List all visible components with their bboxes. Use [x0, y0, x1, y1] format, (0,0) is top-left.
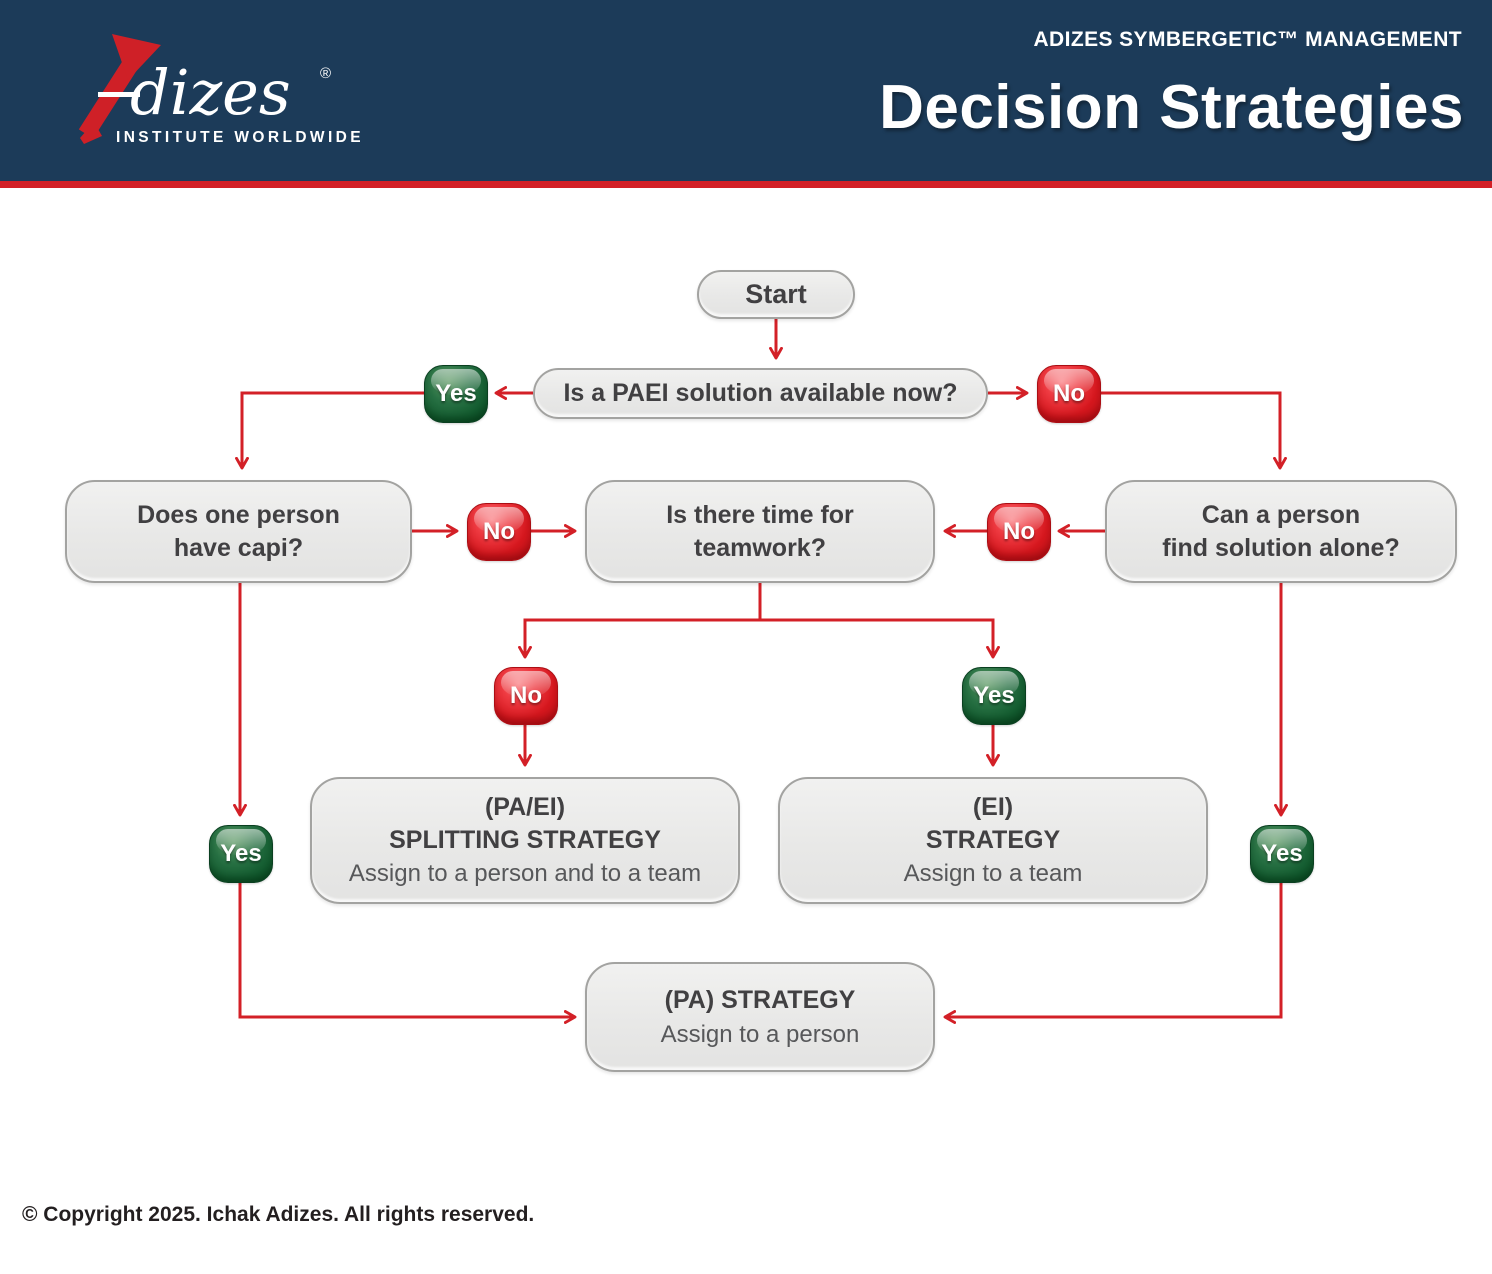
- badge-yes-capi: Yes: [209, 825, 273, 883]
- strategy-title: (PA/EI) SPLITTING STRATEGY: [389, 793, 661, 854]
- question-time-for-teamwork: Is there time for teamwork?: [585, 480, 935, 583]
- header-accent-stripe: [0, 181, 1492, 188]
- badge-label: No: [510, 682, 542, 709]
- strategy-description: Assign to a person and to a team: [348, 860, 702, 888]
- badge-label: Yes: [1261, 840, 1303, 867]
- badge-no-paei: No: [1037, 365, 1101, 423]
- badge-label: Yes: [973, 682, 1015, 709]
- question-label: Does one person have capi?: [137, 501, 340, 562]
- strategy-title: (PA) STRATEGY: [664, 986, 856, 1015]
- strategy-pa: (PA) STRATEGY Assign to a person: [585, 962, 935, 1072]
- adizes-logo: dizes ® INSTITUTE WORLDWIDE: [78, 34, 364, 146]
- logo-brand-text: dizes: [130, 56, 291, 129]
- badge-label: No: [1053, 380, 1085, 407]
- badge-no-capi: No: [467, 503, 531, 561]
- badge-yes-paei: Yes: [424, 365, 488, 423]
- badge-label: No: [483, 518, 515, 545]
- logo-crossbar: [98, 92, 140, 97]
- strategy-splitting: (PA/EI) SPLITTING STRATEGY Assign to a p…: [310, 777, 740, 904]
- header-bar: [0, 0, 1492, 181]
- logo-subtitle: INSTITUTE WORLDWIDE: [116, 129, 364, 146]
- strategy-description: Assign to a person: [660, 1020, 860, 1048]
- strategy-title: (EI) STRATEGY: [925, 793, 1061, 854]
- badge-yes-alone: Yes: [1250, 825, 1314, 883]
- start-node: Start: [697, 270, 855, 319]
- question-find-solution-alone: Can a person find solution alone?: [1105, 480, 1457, 583]
- badge-no-teamwork: No: [494, 667, 558, 725]
- start-label: Start: [745, 278, 807, 309]
- question-label: Can a person find solution alone?: [1162, 501, 1400, 562]
- arrow-logo-icon: [78, 34, 161, 144]
- strategy-description: Assign to a team: [903, 860, 1083, 888]
- page-title: Decision Strategies: [879, 73, 1464, 142]
- logo-registered-mark: ®: [320, 65, 331, 82]
- strategy-ei: (EI) STRATEGY Assign to a team: [778, 777, 1208, 904]
- question-one-person-capi: Does one person have capi?: [65, 480, 412, 583]
- badge-label: No: [1003, 518, 1035, 545]
- badge-no-alone: No: [987, 503, 1051, 561]
- question-paei-solution: Is a PAEI solution available now?: [533, 368, 988, 419]
- badge-label: Yes: [220, 840, 262, 867]
- badge-label: Yes: [435, 380, 477, 407]
- question-label: Is a PAEI solution available now?: [563, 379, 958, 408]
- copyright-text: © Copyright 2025. Ichak Adizes. All righ…: [22, 1203, 535, 1226]
- header-eyebrow: ADIZES SYMBERGETIC™ MANAGEMENT: [1033, 28, 1462, 51]
- badge-yes-teamwork: Yes: [962, 667, 1026, 725]
- question-label: Is there time for teamwork?: [666, 501, 854, 562]
